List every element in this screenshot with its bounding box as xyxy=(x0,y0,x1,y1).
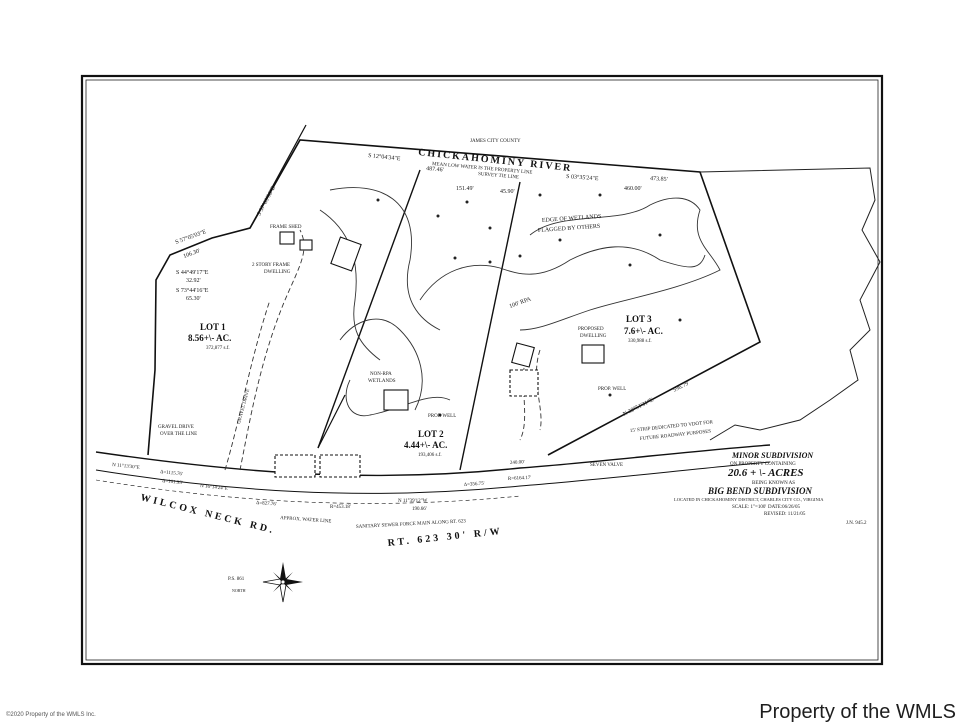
gravel-drive-tie-2: OVER THE LINE xyxy=(160,432,197,437)
drainfield-lot1a xyxy=(274,454,316,478)
distance-d7: 151.49' xyxy=(456,186,474,192)
bearing-b3: S 44°49'17"E xyxy=(176,269,209,276)
gravel-drive-tie-1: GRAVEL DRIVE xyxy=(158,425,194,430)
distance-d4: 32.92' xyxy=(186,278,201,284)
lot1-sqft: 372,877 s.f. xyxy=(206,346,230,351)
title-line2: ON PROPERTY CONTAINING xyxy=(730,462,796,467)
proposed-drainfield xyxy=(511,342,535,368)
seven-valve-label: SEVEN VALVE xyxy=(590,463,623,468)
distance-d3: 460.00' xyxy=(624,186,642,192)
title-scale: SCALE: 1"=100' xyxy=(732,505,766,510)
distance-d1: 487.46' xyxy=(426,166,444,174)
buildings xyxy=(274,231,605,478)
distance-d10: 596.79' xyxy=(672,380,690,393)
drainfield-lot1b xyxy=(319,454,361,478)
proposed-dwelling-lot3-label-2: DWELLING xyxy=(580,334,607,339)
property-boundary xyxy=(147,124,761,471)
lot1-area: 8.56+\- AC. xyxy=(188,333,231,343)
lot1-name: LOT 1 xyxy=(200,322,226,332)
frame-shed-label: FRAME SHED xyxy=(270,225,302,230)
drainfield-lot3 xyxy=(509,369,539,397)
lot2-area: 4.44+\- AC. xyxy=(404,440,447,450)
curve-2: Δ=101.93' xyxy=(162,479,183,486)
stone-dwelling-label-1: 2 STORY FRAME xyxy=(252,263,290,268)
lot2-sqft: 193,406 s.f. xyxy=(418,453,442,458)
flagged-label: FLAGGED BY OTHERS xyxy=(538,224,601,234)
title-block: MINOR SUBDIVISION ON PROPERTY CONTAINING… xyxy=(674,451,867,526)
bearing-b6: N 11°13'30"E xyxy=(112,463,140,471)
non-rpa-label-1: NON-RPA xyxy=(370,372,392,377)
fence-note: SANITARY SEWER FORCE MAIN ALONG RT. 623 xyxy=(356,519,467,530)
bearing-b5: S 57°09'06"E xyxy=(256,185,278,217)
plat-border-inner xyxy=(85,79,879,661)
wetland-lines xyxy=(319,187,721,417)
proposed-dwelling-lot3-label-1: PROPOSED xyxy=(578,327,604,332)
proposed-dwelling-lot2 xyxy=(383,389,409,411)
road-lines xyxy=(95,444,771,504)
proposed-dwelling-lot3 xyxy=(581,344,605,364)
north-label-2: NORTH xyxy=(232,588,246,593)
lot3-area: 7.6+\- AC. xyxy=(624,326,663,336)
bearing-b9: N 30°51'31"E xyxy=(622,396,655,418)
curve-5: Δ=356.75' xyxy=(464,482,485,488)
title-name: BIG BEND SUBDIVISION xyxy=(707,486,813,496)
prop-well-lot3: PROP. WELL xyxy=(598,387,626,392)
title-location: LOCATED IN CHICKAHOMINY DISTRICT, CHARLE… xyxy=(674,497,824,503)
title-revised: REVISED: 11/21/05 xyxy=(764,512,806,517)
lot2-name: LOT 2 xyxy=(418,429,444,439)
distance-d9: 190.66' xyxy=(412,507,427,512)
frame-shed xyxy=(279,231,295,245)
rpa-label: 100' RPA xyxy=(509,296,533,310)
edge-of-wetlands-label: EDGE OF WETLANDS xyxy=(542,214,602,224)
bearing-b7: N 16°14'24"E xyxy=(200,484,228,492)
curve-6: R=6164.17' xyxy=(508,476,532,482)
gravel-drive-label: GRAVEL DRIVE xyxy=(237,388,251,424)
title-line1: MINOR SUBDIVISION xyxy=(731,451,814,460)
north-label-1: P.S. 861 xyxy=(228,577,245,582)
water-line-label: APPROX. WATER LINE xyxy=(280,516,332,525)
north-arrow-icon xyxy=(262,562,303,603)
plat-border-outer xyxy=(80,74,884,666)
stone-dwelling xyxy=(330,236,362,272)
lot3-name: LOT 3 xyxy=(626,314,652,324)
mls-watermark: Property of the WMLS xyxy=(759,701,956,723)
distance-d5: 65.30' xyxy=(186,296,201,302)
bearing-b8: N 11°39'12"W xyxy=(398,499,428,504)
distance-d8: 45.90' xyxy=(500,189,515,195)
river-bank-line xyxy=(699,167,881,441)
frame-shed-2 xyxy=(299,239,313,251)
curve-1: Δ=1115.76' xyxy=(160,470,183,477)
bearing-b1: S 12°04'34"E xyxy=(368,152,401,162)
curve-4: R=453.18' xyxy=(330,505,351,510)
survey-tie-line-label: SURVEY TIE LINE xyxy=(478,172,519,181)
title-job: J.N. 945.2 xyxy=(846,521,867,526)
prop-well-lot2: PROP. WELL xyxy=(428,414,456,419)
distance-d11: 240.00' xyxy=(510,460,525,466)
distance-d6: 106.30' xyxy=(183,248,202,260)
bearing-b10: S 57°05'03"E xyxy=(174,228,207,246)
county-label: JAMES CITY COUNTY xyxy=(470,139,521,144)
bearing-b4: S 73°44'16"E xyxy=(176,287,209,294)
lot3-sqft: 330,988 s.f. xyxy=(628,339,652,344)
title-line4: BEING KNOWN AS xyxy=(752,481,795,486)
curve-3: Δ=827.76' xyxy=(256,501,277,507)
copyright-text: ©2020 Property of the WMLS Inc. xyxy=(6,712,96,718)
survey-marks xyxy=(376,193,682,417)
title-acres: 20.6 + \- ACRES xyxy=(727,467,804,479)
non-rpa-label-2: WETLANDS xyxy=(368,379,396,384)
stone-dwelling-label-2: DWELLING xyxy=(264,270,291,275)
title-date: DATE:06/26/05 xyxy=(768,505,800,510)
distance-d2: 473.85' xyxy=(650,176,668,183)
bearing-b2: S 03°35'24"E xyxy=(566,173,599,182)
road-name-rt623: RT. 623 30' R/W xyxy=(387,526,503,549)
